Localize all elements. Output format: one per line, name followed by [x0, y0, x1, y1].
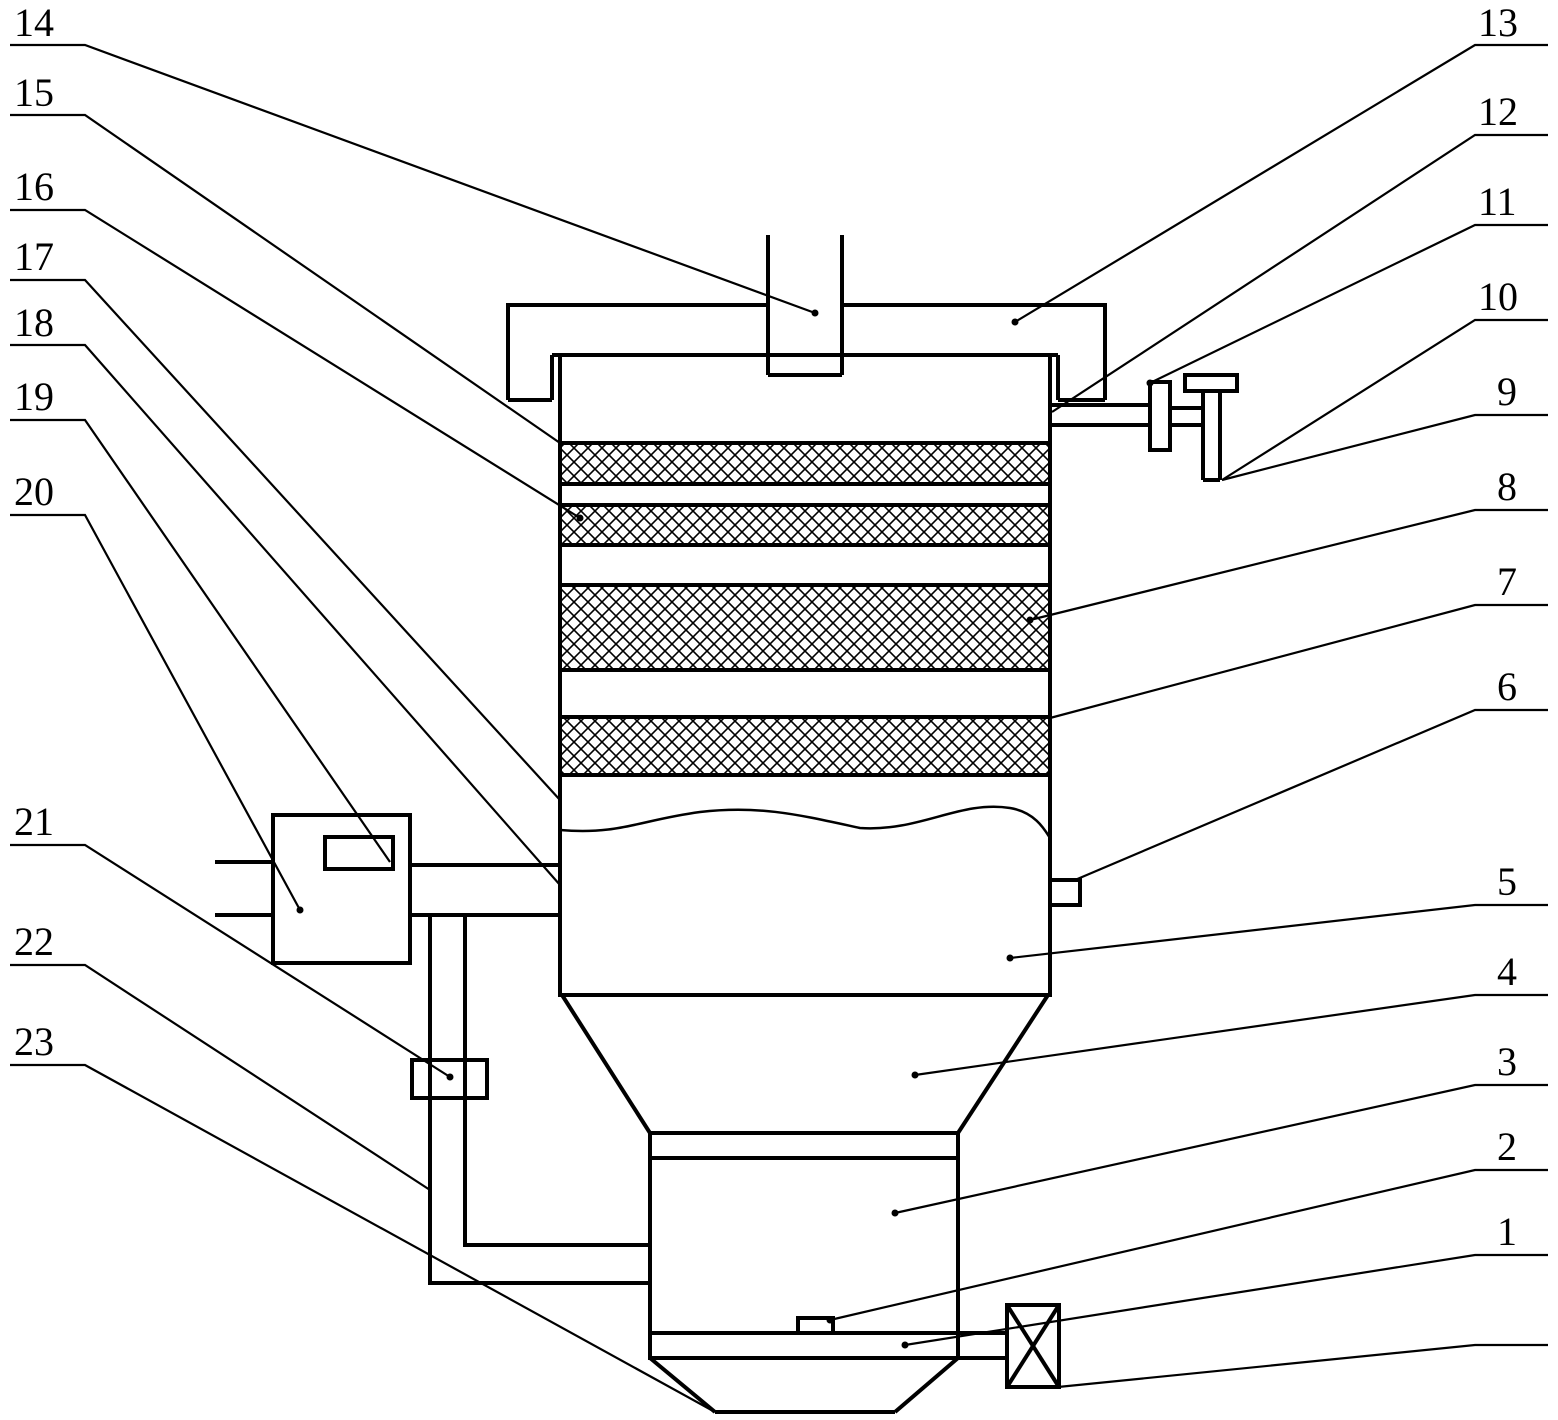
callout-labels: 1 2 3 4 5 6 7 8 9 10 11 12 13 14 15 16 1… — [14, 0, 1518, 1254]
packing-layer-4 — [558, 715, 1052, 777]
spray-pipe — [1050, 380, 1203, 452]
callout-6: 5 — [1497, 859, 1517, 904]
bottom-sensor — [796, 1316, 835, 1335]
side-nozzle — [1048, 878, 1082, 907]
bottom-pipe — [958, 1331, 1007, 1360]
callout-14: 14 — [14, 0, 54, 45]
callout-8: 7 — [1497, 559, 1517, 604]
callout-19: 19 — [14, 374, 54, 419]
callout-3: 2 — [1497, 1124, 1517, 1169]
callout-12: 11 — [1478, 179, 1517, 224]
liquid-surface — [559, 805, 1052, 839]
circulation-pipe — [410, 915, 650, 1285]
callout-13: 12 — [1478, 89, 1518, 134]
callout-10: 9 — [1497, 369, 1517, 414]
leader-dots — [296, 309, 1154, 1349]
callout-11: 10 — [1478, 274, 1518, 319]
packing-layer-2 — [558, 503, 1052, 547]
callout-9: 8 — [1497, 464, 1517, 509]
callout-21: 21 — [14, 799, 54, 844]
bottom-cone — [648, 1356, 960, 1414]
exhaust-pipe — [766, 235, 844, 377]
cone-section — [560, 993, 1050, 1135]
callout-4: 3 — [1497, 1039, 1517, 1084]
top-hood — [506, 303, 1107, 402]
lower-chamber — [648, 1131, 960, 1360]
callout-18: 18 — [14, 300, 54, 345]
callout-17: 17 — [14, 234, 54, 279]
callout-13-top: 13 — [1478, 0, 1518, 45]
callout-2: 1 — [1497, 1209, 1517, 1254]
callout-22: 22 — [14, 919, 54, 964]
valve — [1183, 373, 1239, 482]
callout-16: 16 — [14, 164, 54, 209]
packing-layer-1 — [558, 441, 1052, 486]
motor-box — [1005, 1303, 1061, 1389]
callout-7: 6 — [1497, 664, 1517, 709]
callout-23: 23 — [14, 1019, 54, 1064]
callout-20: 20 — [14, 469, 54, 514]
control-box — [215, 813, 412, 965]
main-vessel — [550, 353, 1060, 997]
callout-5: 4 — [1497, 949, 1517, 994]
inlet-duct — [410, 863, 560, 917]
packing-layer-3 — [558, 583, 1052, 672]
callout-15: 15 — [14, 70, 54, 115]
leader-lines — [10, 43, 1548, 1413]
